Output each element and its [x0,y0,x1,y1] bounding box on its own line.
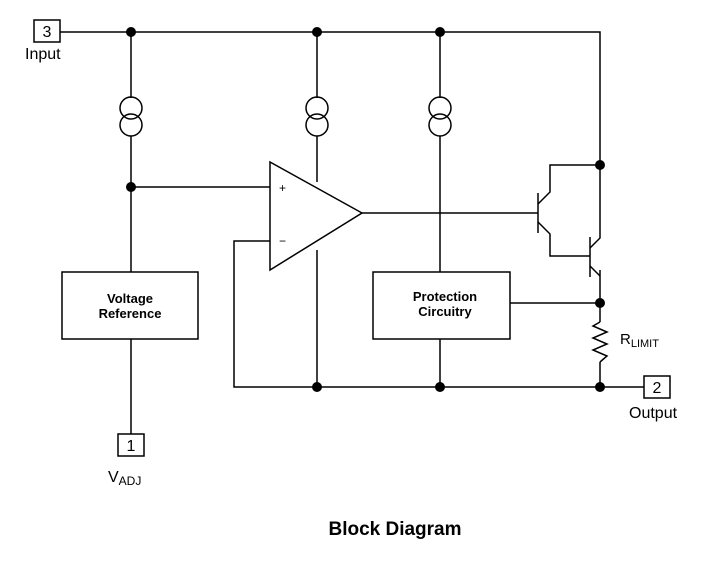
voltage-reference-line1: Voltage [107,291,153,306]
protection-circuitry-block: Protection Circuitry [372,271,511,340]
diagram-title: Block Diagram [328,519,461,540]
pin-adj: 1 VADJ [108,433,145,488]
pin-adj-label: VADJ [108,469,141,488]
darlington-transistors [537,164,601,277]
r-limit-resistor: RLIMIT [591,321,659,363]
current-source-1 [119,96,143,137]
pin-input: 3 Input [25,19,61,63]
pin-output-label: Output [629,405,678,422]
wires [60,31,644,434]
current-source-2 [305,96,329,137]
junction-dot [312,27,322,37]
error-amplifier: + − [269,160,364,272]
pin-output-number: 2 [653,380,662,397]
junction-dot [435,27,445,37]
voltage-reference-block: Voltage Reference [61,271,199,340]
junction-dot [126,27,136,37]
pin-input-number: 3 [43,24,52,41]
r-limit-label: RLIMIT [620,331,659,350]
protection-circuitry-line2: Circuitry [418,304,472,319]
opamp-minus-label: − [279,234,286,248]
pin-adj-number: 1 [127,438,136,455]
junction-dot [595,298,605,308]
pin-input-label: Input [25,46,61,63]
pin-output: 2 Output [629,375,678,422]
current-source-3 [428,96,452,137]
junction-dot [312,382,322,392]
opamp-plus-label: + [279,181,286,195]
protection-circuitry-line1: Protection [413,289,477,304]
junction-dot [435,382,445,392]
junction-dot [595,382,605,392]
junction-dots [126,27,605,392]
voltage-reference-line2: Reference [99,306,162,321]
junction-dot [126,182,136,192]
